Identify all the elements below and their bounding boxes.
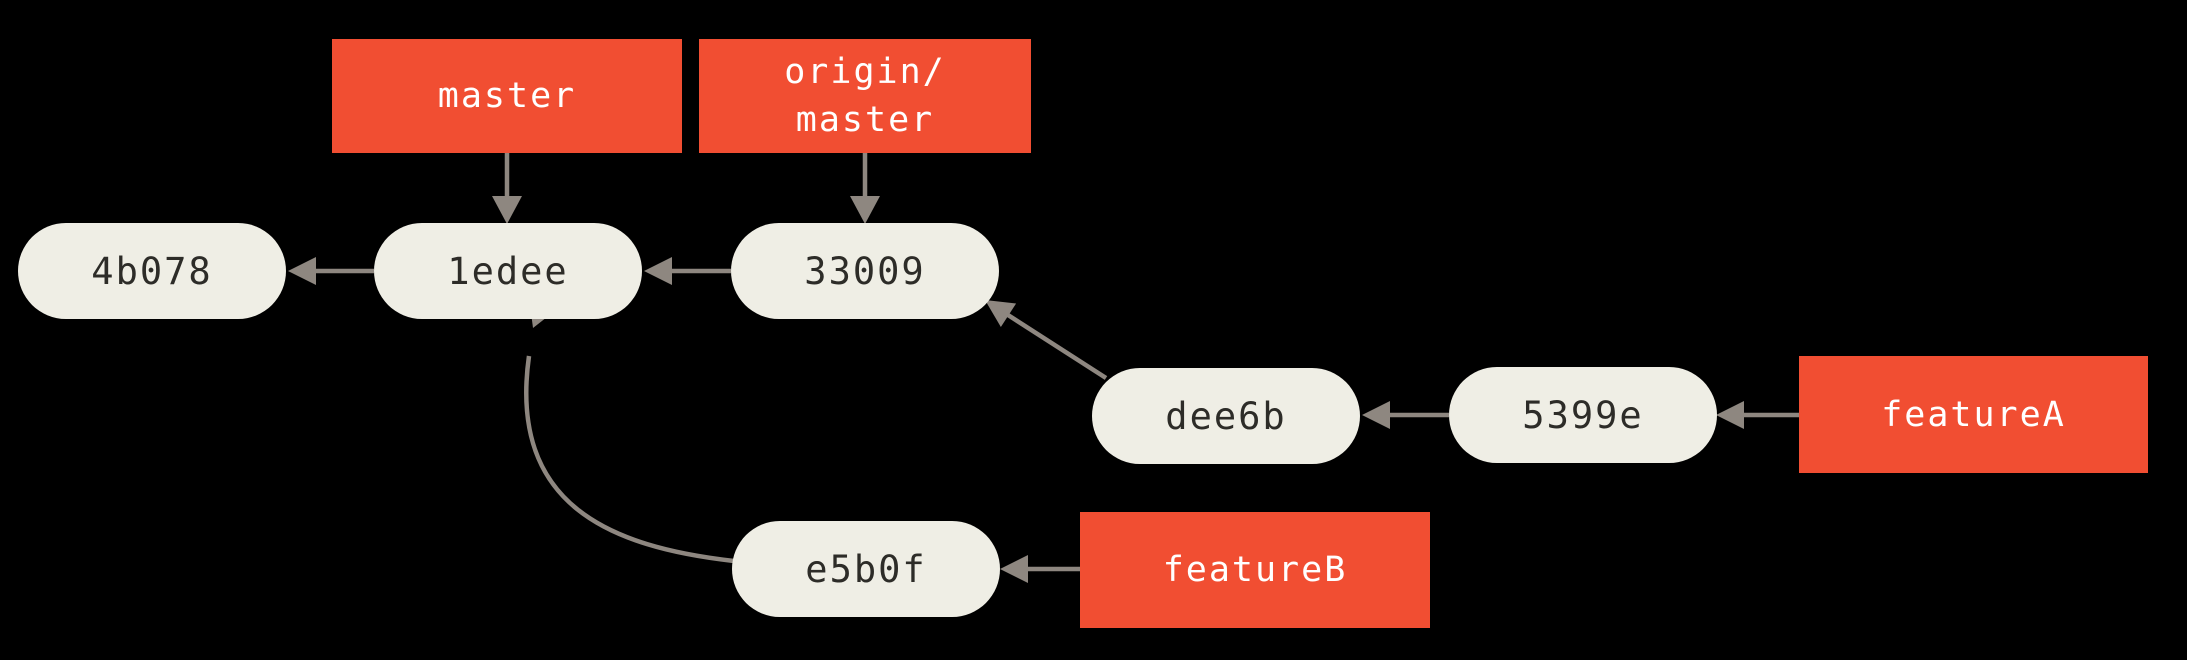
- branch-label-text-line1: origin/: [784, 52, 946, 92]
- commit-hash: 1edee: [447, 249, 569, 293]
- arrow-e5b0f-to-1edee: [524, 297, 735, 564]
- commit-hash: 33009: [804, 249, 926, 293]
- commit-node-33009: 33009: [731, 223, 999, 319]
- commit-hash: e5b0f: [805, 547, 927, 591]
- arrow-1edee-to-4b078: [288, 257, 374, 285]
- arrow-master-to-1edee: [492, 153, 522, 224]
- branch-label-featureB: featureB: [1080, 512, 1430, 628]
- arrow-dee6b-to-33009: [985, 300, 1108, 380]
- commit-node-1edee: 1edee: [374, 223, 642, 319]
- arrow-origin-master-to-33009: [850, 153, 880, 224]
- branch-label-text-line2: master: [795, 100, 935, 140]
- branch-label-text: master: [437, 76, 577, 116]
- branch-label-master: master: [332, 39, 682, 153]
- commit-hash: dee6b: [1165, 394, 1287, 438]
- commit-node-5399e: 5399e: [1449, 367, 1717, 463]
- arrow-5399e-to-dee6b: [1362, 401, 1449, 429]
- branch-label-text: featureA: [1881, 394, 2066, 435]
- commit-hash: 4b078: [91, 249, 213, 293]
- branch-label-featureA: featureA: [1799, 356, 2148, 473]
- arrow-featureB-to-e5b0f: [1000, 555, 1080, 583]
- branch-label-text: featureB: [1162, 550, 1348, 590]
- commit-node-e5b0f: e5b0f: [732, 521, 1000, 617]
- branch-label-origin-master: origin/ master: [699, 39, 1031, 153]
- arrow-featureA-to-5399e: [1716, 401, 1799, 429]
- commit-node-dee6b: dee6b: [1092, 368, 1360, 464]
- arrow-33009-to-1edee: [644, 257, 731, 285]
- commit-node-4b078: 4b078: [18, 223, 286, 319]
- commit-hash: 5399e: [1522, 393, 1644, 437]
